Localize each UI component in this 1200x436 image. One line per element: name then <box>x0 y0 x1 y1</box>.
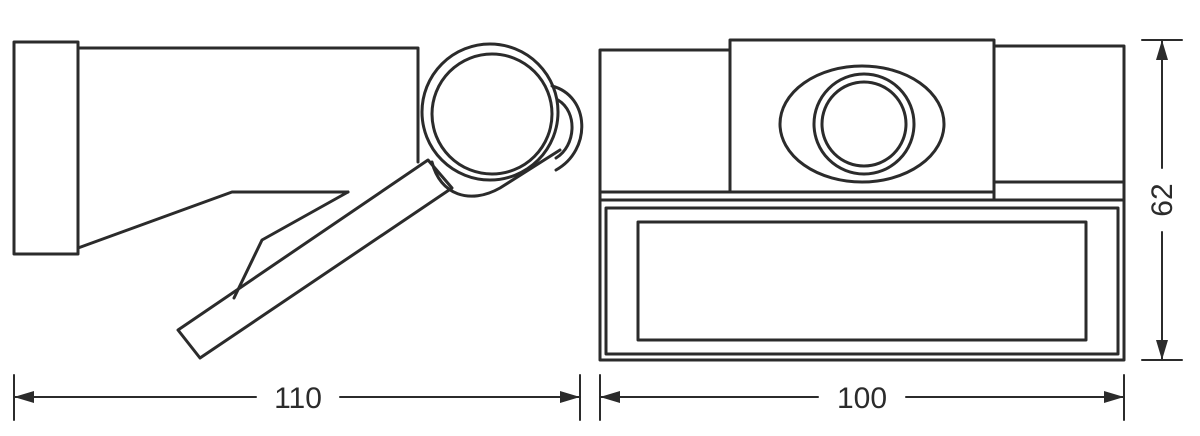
arrow-down <box>1156 340 1168 360</box>
solar-panel-frame <box>604 206 1120 356</box>
lamp-head-ring-outer <box>420 42 560 182</box>
joint-knob <box>550 84 584 172</box>
swivel-body <box>430 148 562 198</box>
side-view: 110 <box>12 40 584 421</box>
front-width-label: 100 <box>837 382 887 415</box>
joint-knob-inner <box>554 98 574 160</box>
solar-panel-cell <box>636 220 1088 342</box>
arrow-left <box>14 391 34 403</box>
arrow-left-front <box>600 391 620 403</box>
solar-panel-arm <box>176 158 454 360</box>
lamp-oval <box>778 64 946 184</box>
arrow-up <box>1156 40 1168 60</box>
bracket <box>232 190 350 300</box>
wall-plate <box>12 40 80 256</box>
arrow-right-front <box>1104 391 1124 403</box>
side-width-label: 110 <box>274 382 322 415</box>
lamp-head-ring-inner <box>430 52 554 176</box>
arm-housing <box>76 46 420 250</box>
front-height-label: 62 <box>1146 183 1179 216</box>
lamp-lens-outer <box>812 72 916 176</box>
arrow-right <box>560 391 580 403</box>
lamp-lens-inner <box>820 80 908 168</box>
housing-band <box>598 180 1126 202</box>
front-view: 100 62 <box>598 38 1183 421</box>
